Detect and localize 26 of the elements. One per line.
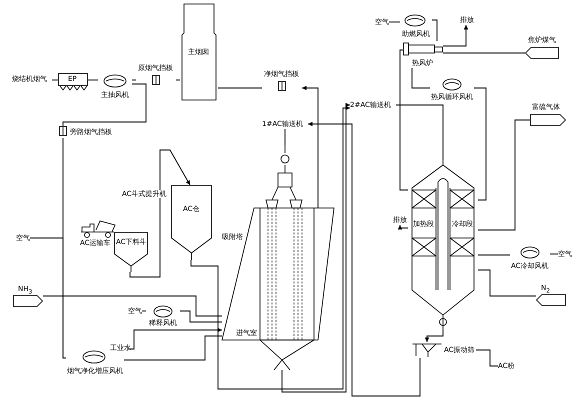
- pipe-arrow: [302, 86, 318, 208]
- pipe-line: [284, 128, 286, 146]
- pipe-line: [432, 20, 438, 42]
- pipe-line: [478, 270, 536, 296]
- pipe-line: [396, 104, 444, 160]
- pipe-arrow: [442, 24, 468, 46]
- pipe-line: [180, 310, 222, 322]
- pipe-line: [400, 50, 408, 190]
- pipe-arrow: [398, 224, 408, 230]
- pipe-line: [142, 310, 146, 312]
- pipe-line: [42, 296, 222, 316]
- pipe-line: [62, 84, 146, 126]
- pipe-line: [412, 68, 430, 88]
- pipe-line: [442, 52, 526, 54]
- pipe-arrow: [308, 122, 420, 396]
- pipe-line: [30, 238, 66, 358]
- pipe-arrow: [190, 106, 350, 390]
- pipe-arrow: [424, 330, 444, 342]
- pipe-line: [474, 88, 486, 200]
- pipe-line: [476, 350, 498, 366]
- pipe-arrow: [128, 328, 222, 350]
- pipe-line: [478, 120, 530, 230]
- pipe-line: [124, 336, 222, 360]
- pipe-arrow: [130, 150, 190, 278]
- pipe-line: [478, 254, 510, 256]
- pipe-arrow: [282, 102, 350, 392]
